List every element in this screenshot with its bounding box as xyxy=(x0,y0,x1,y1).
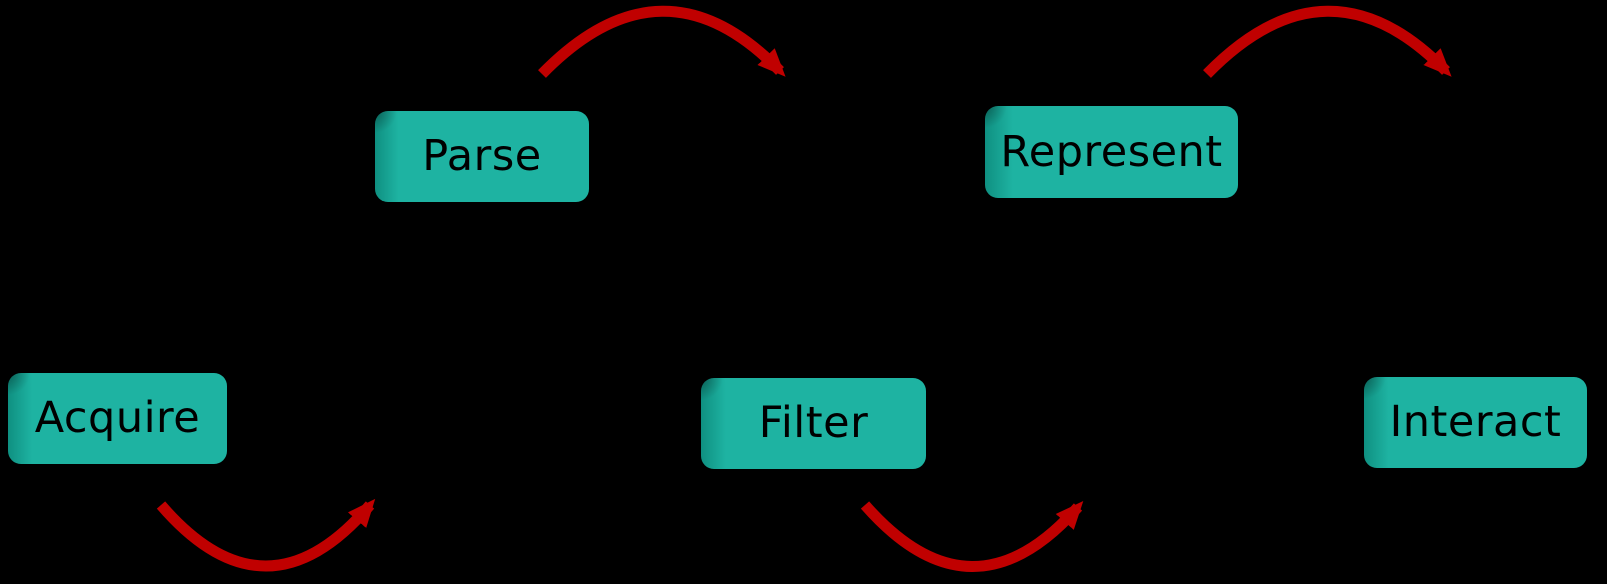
curved-arrow-acquire-to-parse xyxy=(156,498,376,572)
node-represent-label: Represent xyxy=(1000,126,1223,177)
node-parse-label: Parse xyxy=(422,131,542,181)
node-acquire: Acquire xyxy=(8,373,227,464)
node-parse: Parse xyxy=(375,111,589,202)
curved-arrow-represent-to-interact xyxy=(1203,5,1452,78)
node-represent: Represent xyxy=(985,106,1238,198)
curved-arrow-filter-to-represent xyxy=(860,501,1084,572)
curved-arrow-parse-to-filter xyxy=(538,5,786,78)
node-filter: Filter xyxy=(701,378,926,469)
node-interact-label: Interact xyxy=(1389,397,1562,447)
node-acquire-label: Acquire xyxy=(34,393,201,443)
node-interact: Interact xyxy=(1364,377,1587,468)
node-filter-label: Filter xyxy=(758,398,869,448)
